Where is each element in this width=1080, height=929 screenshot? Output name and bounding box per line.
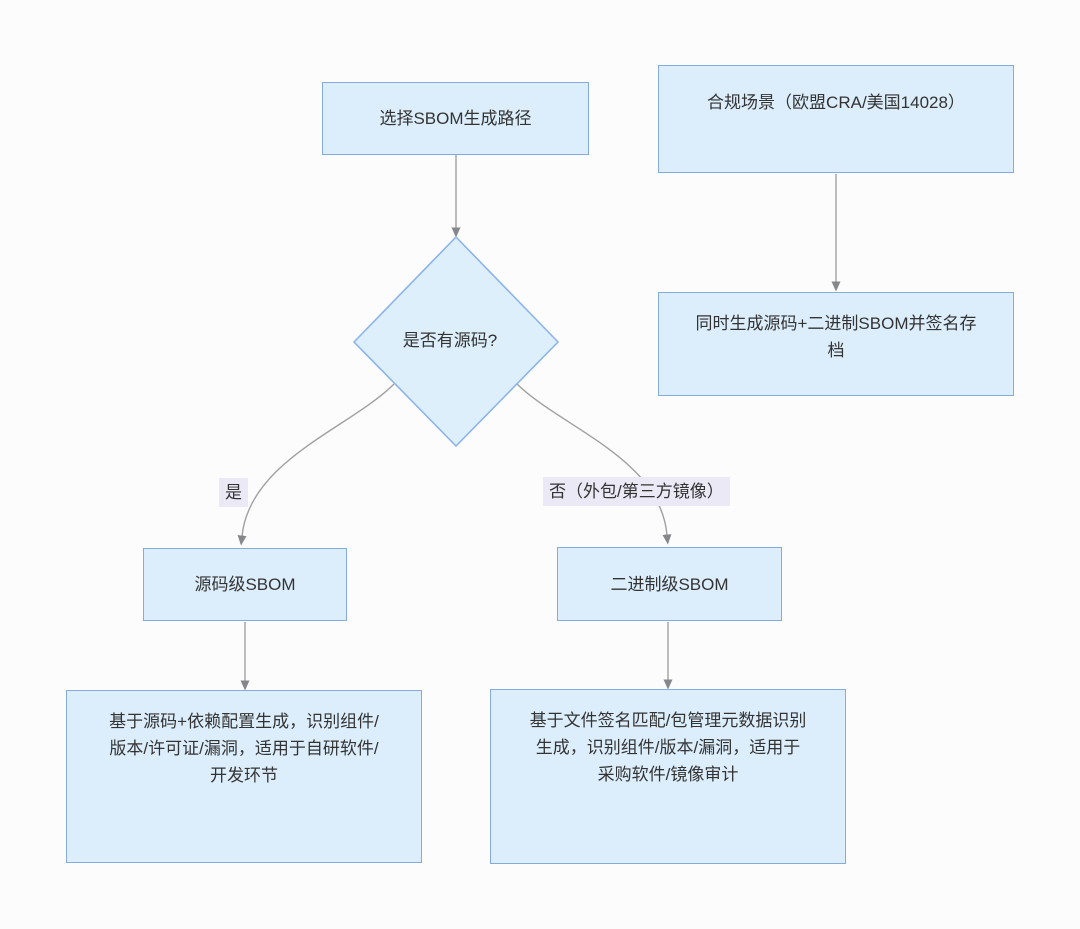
decision-diamond-shape (352, 235, 560, 448)
edge-label-yes: 是 (219, 478, 248, 507)
node-source-level-sbom-label: 源码级SBOM (194, 575, 296, 594)
node-select-sbom-path: 选择SBOM生成路径 (322, 82, 589, 155)
node-source-sbom-detail: 基于源码+依赖配置生成，识别组件/ 版本/许可证/漏洞，适用于自研软件/ 开发环… (66, 690, 422, 863)
node-generate-dual-sbom-label: 同时生成源码+二进制SBOM并签名存 档 (695, 314, 977, 360)
connector-decision-to-binary (516, 383, 672, 545)
node-binary-sbom-detail: 基于文件签名匹配/包管理元数据识别 生成，识别组件/版本/漏洞，适用于 采购软件… (490, 689, 846, 864)
decision-has-source-code: 是否有源码? (402, 331, 498, 350)
node-source-sbom-detail-label: 基于源码+依赖配置生成，识别组件/ 版本/许可证/漏洞，适用于自研软件/ 开发环… (109, 712, 379, 785)
node-compliance-scenario-label: 合规场景（欧盟CRA/美国14028） (707, 93, 965, 112)
connector-decision-to-source (237, 383, 395, 546)
edge-label-no: 否（外包/第三方镜像） (543, 477, 730, 506)
node-source-level-sbom: 源码级SBOM (143, 548, 347, 621)
node-compliance-scenario: 合规场景（欧盟CRA/美国14028） (658, 65, 1014, 173)
node-binary-level-sbom: 二进制级SBOM (557, 547, 782, 621)
node-binary-level-sbom-label: 二进制级SBOM (610, 574, 729, 594)
node-select-sbom-path-label: 选择SBOM生成路径 (379, 109, 532, 128)
node-binary-sbom-detail-label: 基于文件签名匹配/包管理元数据识别 生成，识别组件/版本/漏洞，适用于 采购软件… (529, 711, 807, 784)
node-generate-dual-sbom: 同时生成源码+二进制SBOM并签名存 档 (658, 292, 1014, 396)
